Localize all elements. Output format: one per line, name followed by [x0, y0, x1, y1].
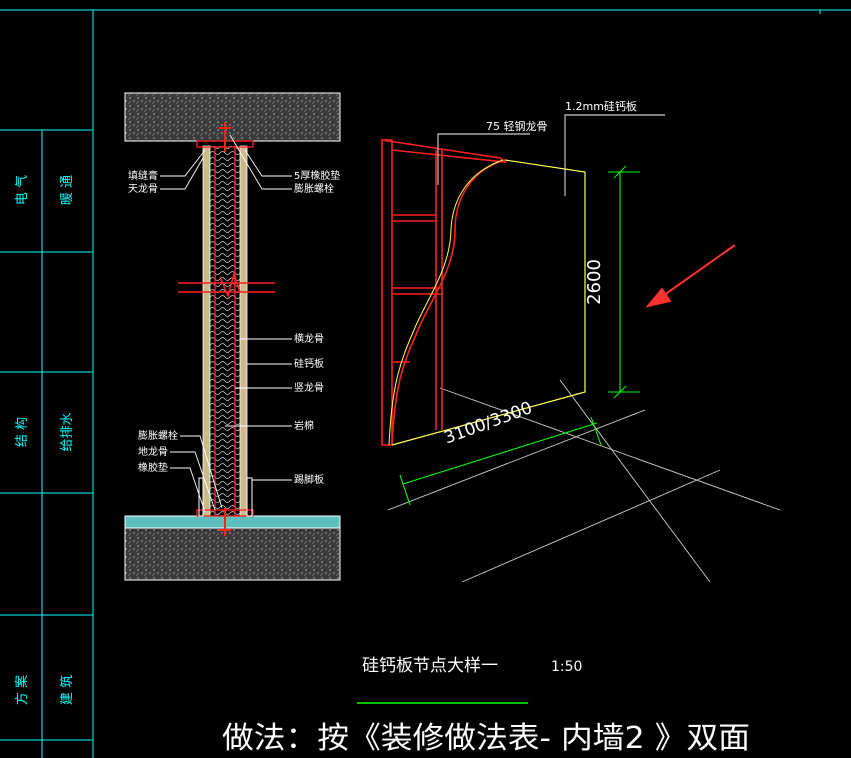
board-right	[239, 145, 248, 517]
discipline-hvac: 暖 通	[60, 175, 75, 205]
ground-lines	[387, 379, 781, 583]
ceiling-slab	[124, 92, 341, 142]
board-outline	[391, 159, 586, 446]
label-top-track: 天龙骨	[128, 182, 158, 195]
discipline-architecture: 建 筑	[59, 675, 75, 705]
label-expansion-bolt-top: 膨胀螺栓	[294, 182, 334, 195]
width-dimension	[399, 416, 602, 506]
discipline-plumbing: 给排水	[60, 412, 75, 451]
steel-stud-frame	[381, 139, 508, 446]
method-note: 做法：按《装修做法表- 内墙2 》双面	[222, 721, 750, 756]
label-stud-spec: 75 轻钢龙骨	[486, 119, 548, 133]
skirting-board	[246, 477, 253, 517]
section-leaders	[160, 134, 292, 513]
caption: 硅钙板节点大样一 1:50 做法：按《装修做法表- 内墙2 》双面	[222, 656, 750, 756]
label-rubber-pad-bottom: 橡胶垫	[138, 461, 168, 474]
break-line	[178, 271, 275, 299]
label-floor-track: 地龙骨	[138, 445, 168, 458]
pointer-arrow-icon	[645, 244, 736, 308]
height-dimension-text: 2600	[584, 259, 605, 305]
discipline-structure: 结 构	[15, 417, 30, 447]
label-board: 硅钙板	[294, 357, 324, 370]
isometric-detail: 1.2mm硅钙板 75 轻钢龙骨 2600 3100/3300	[381, 99, 781, 583]
title-block: 电 气 暖 通 结 构 给排水 方 案 建 筑	[14, 175, 75, 705]
expansion-bolts	[219, 122, 231, 536]
label-board-spec: 1.2mm硅钙板	[565, 99, 637, 113]
label-cross-stud: 横龙骨	[294, 332, 324, 345]
label-caulk: 填缝膏	[128, 169, 158, 182]
height-dimension	[608, 165, 640, 399]
floor-finish	[124, 515, 341, 529]
label-expansion-bolt-bottom: 膨胀螺栓	[138, 429, 178, 442]
board-left	[202, 145, 211, 517]
floor-slab	[124, 527, 341, 581]
label-vertical-stud: 竖龙骨	[294, 381, 324, 394]
discipline-electrical: 电 气	[14, 175, 30, 205]
wall-section-detail: 填缝膏 天龙骨 5厚橡胶垫 膨胀螺栓 横龙骨 硅钙板 竖龙骨 岩棉 膨胀螺栓 地…	[124, 92, 341, 581]
detail-scale: 1:50	[551, 659, 582, 675]
label-rubber-pad-top: 5厚橡胶垫	[294, 169, 340, 182]
board-cutaway-curve	[391, 159, 506, 446]
label-rock-wool: 岩棉	[294, 419, 314, 432]
drawing-frame	[0, 9, 851, 758]
discipline-scheme: 方 案	[14, 675, 30, 705]
label-skirting: 踢脚板	[294, 473, 324, 486]
detail-title: 硅钙板节点大样一	[362, 656, 498, 676]
